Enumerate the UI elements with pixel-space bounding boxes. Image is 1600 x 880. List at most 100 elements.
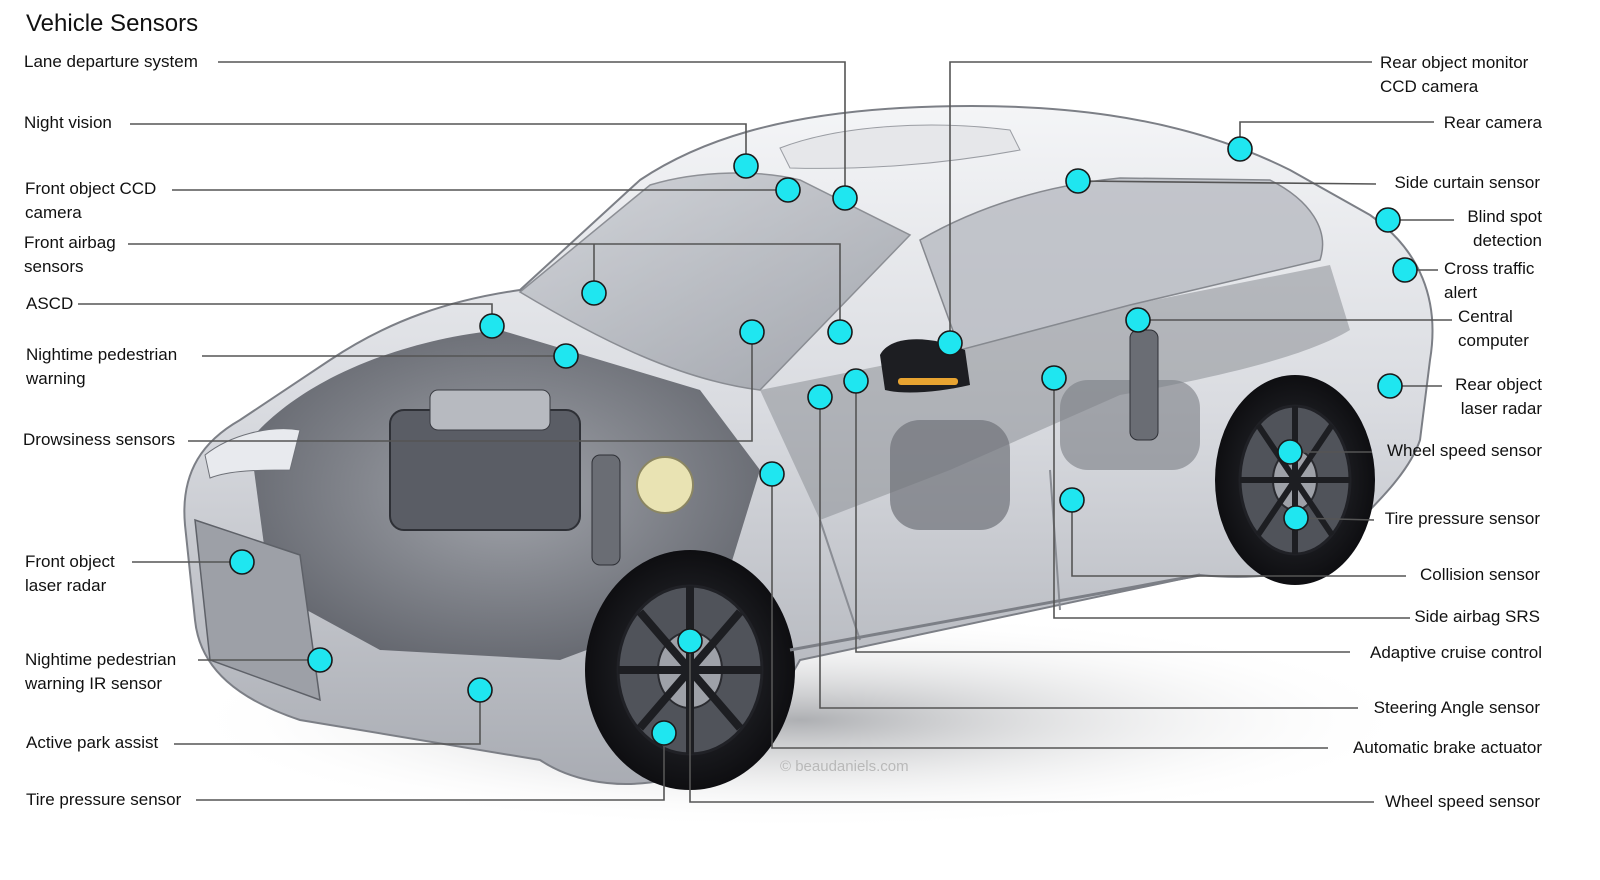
marker-front-airbag-sensor-b[interactable] xyxy=(827,319,853,345)
label-line: Side airbag SRS xyxy=(1414,607,1540,626)
label-line: laser radar xyxy=(1460,399,1542,418)
leader-tire-pressure-left xyxy=(196,733,665,801)
leader-active-park-assist xyxy=(174,690,481,745)
label-line: Active park assist xyxy=(26,733,159,752)
label-blind-spot-detection: Blind spot detection xyxy=(1467,205,1542,253)
leader-collision-sensor xyxy=(1071,500,1406,577)
label-line: Tire pressure sensor xyxy=(1384,509,1540,528)
label-nighttime-pedestrian-warning-ir-sensor: Nightime pedestrian warning IR sensor xyxy=(25,648,176,696)
label-night-vision: Night vision xyxy=(24,111,112,135)
label-line: sensors xyxy=(24,257,84,276)
sunroof xyxy=(779,124,1021,169)
label-line: computer xyxy=(1458,331,1529,350)
label-line: Nightime pedestrian xyxy=(26,345,178,364)
label-front-object-laser-radar: Front object laser radar xyxy=(25,550,115,598)
marker-automatic-brake-actuator[interactable] xyxy=(759,461,785,487)
label-tire-pressure-sensor-left: Tire pressure sensor xyxy=(26,788,181,812)
marker-cross-traffic-alert[interactable] xyxy=(1392,257,1418,283)
label-drowsiness-sensors: Drowsiness sensors xyxy=(23,428,175,452)
label-line: detection xyxy=(1473,231,1542,250)
suspension-strut-rear xyxy=(1129,329,1159,441)
label-line: Steering Angle sensor xyxy=(1373,698,1540,717)
label-wheel-speed-sensor-front: Wheel speed sensor xyxy=(1385,790,1540,814)
door-line xyxy=(819,469,1061,641)
leader-side-curtain-sensor xyxy=(1077,180,1377,185)
marker-lane-departure-system[interactable] xyxy=(832,185,858,211)
label-line: Central xyxy=(1458,307,1513,326)
label-line: camera xyxy=(25,203,82,222)
label-side-airbag-srs: Side airbag SRS xyxy=(1414,605,1540,629)
label-line: Automatic brake actuator xyxy=(1353,738,1542,757)
marker-rear-object-monitor[interactable] xyxy=(937,330,963,356)
marker-wheel-speed-front[interactable] xyxy=(677,628,703,654)
leader-drowsiness-sensors xyxy=(188,332,753,442)
marker-drowsiness-sensor[interactable] xyxy=(739,319,765,345)
label-line: Nightime pedestrian xyxy=(25,650,177,669)
label-active-park-assist: Active park assist xyxy=(26,731,158,755)
label-line: Night vision xyxy=(24,113,112,132)
marker-adaptive-cruise-control[interactable] xyxy=(843,368,869,394)
label-lane-departure-system: Lane departure system xyxy=(24,50,198,74)
marker-ascd[interactable] xyxy=(479,313,505,339)
marker-blind-spot-detection[interactable] xyxy=(1375,207,1401,233)
leader-front-airbag-sensors xyxy=(128,243,841,332)
front-grille xyxy=(194,518,321,702)
label-front-airbag-sensors: Front airbag sensors xyxy=(24,231,116,279)
label-line: Wheel speed sensor xyxy=(1387,441,1542,460)
leader-steering-angle-sensor xyxy=(819,397,1358,709)
leader-wheel-speed-front xyxy=(689,641,1374,803)
label-line: Front object xyxy=(25,552,115,571)
label-line: ASCD xyxy=(26,294,74,313)
marker-steering-angle-sensor[interactable] xyxy=(807,384,833,410)
marker-front-object-ccd-camera[interactable] xyxy=(775,177,801,203)
marker-night-vision[interactable] xyxy=(733,153,759,179)
label-line: Front object CCD xyxy=(25,179,157,198)
engine-cover xyxy=(429,389,551,431)
label-front-object-ccd-camera: Front object CCD camera xyxy=(25,177,156,225)
label-side-curtain-sensor: Side curtain sensor xyxy=(1394,171,1540,195)
label-automatic-brake-actuator: Automatic brake actuator xyxy=(1353,736,1542,760)
label-line: Rear object xyxy=(1455,375,1542,394)
windshield xyxy=(518,172,912,391)
label-line: warning IR sensor xyxy=(25,674,163,693)
leader-side-airbag-srs xyxy=(1053,378,1410,619)
marker-central-computer[interactable] xyxy=(1125,307,1151,333)
front-seat xyxy=(890,420,1010,530)
leader-lines xyxy=(78,61,1454,803)
leader-tire-pressure-right xyxy=(1295,517,1375,521)
label-rear-camera: Rear camera xyxy=(1444,111,1542,135)
marker-nighttime-pedestrian-warning[interactable] xyxy=(553,343,579,369)
label-line: Tire pressure sensor xyxy=(26,790,182,809)
label-line: Adaptive cruise control xyxy=(1370,643,1542,662)
label-line: Collision sensor xyxy=(1420,565,1540,584)
rear-wheel xyxy=(1215,375,1375,585)
marker-nighttime-pedestrian-warning-ir[interactable] xyxy=(307,647,333,673)
label-cross-traffic-alert: Cross traffic alert xyxy=(1444,257,1534,305)
marker-side-airbag-srs[interactable] xyxy=(1041,365,1067,391)
label-wheel-speed-sensor-rear: Wheel speed sensor xyxy=(1387,439,1542,463)
label-line: warning xyxy=(26,369,86,388)
label-ascd: ASCD xyxy=(26,292,73,316)
marker-wheel-speed-rear[interactable] xyxy=(1277,439,1303,465)
marker-side-curtain-sensor[interactable] xyxy=(1065,168,1091,194)
marker-collision-sensor[interactable] xyxy=(1059,487,1085,513)
label-rear-object-laser-radar: Rear object laser radar xyxy=(1455,373,1542,421)
label-steering-angle-sensor: Steering Angle sensor xyxy=(1374,696,1540,720)
marker-tire-pressure-rear[interactable] xyxy=(1283,505,1309,531)
label-line: Rear object monitor xyxy=(1380,53,1529,72)
copyright-credit: © beaudaniels.com xyxy=(780,758,909,775)
sensor-markers xyxy=(229,136,1418,746)
marker-active-park-assist[interactable] xyxy=(467,677,493,703)
leader-night-vision xyxy=(130,123,747,166)
marker-front-object-laser-radar[interactable] xyxy=(229,549,255,575)
marker-rear-object-laser-radar[interactable] xyxy=(1377,373,1403,399)
marker-tire-pressure-front[interactable] xyxy=(651,720,677,746)
marker-front-airbag-sensor-a[interactable] xyxy=(581,280,607,306)
label-nighttime-pedestrian-warning: Nightime pedestrian warning xyxy=(26,343,177,391)
label-adaptive-cruise-control: Adaptive cruise control xyxy=(1370,641,1542,665)
rocker-panel xyxy=(789,573,1201,652)
mirror-indicator xyxy=(898,378,958,385)
marker-rear-camera[interactable] xyxy=(1227,136,1253,162)
brake-booster xyxy=(636,456,694,514)
